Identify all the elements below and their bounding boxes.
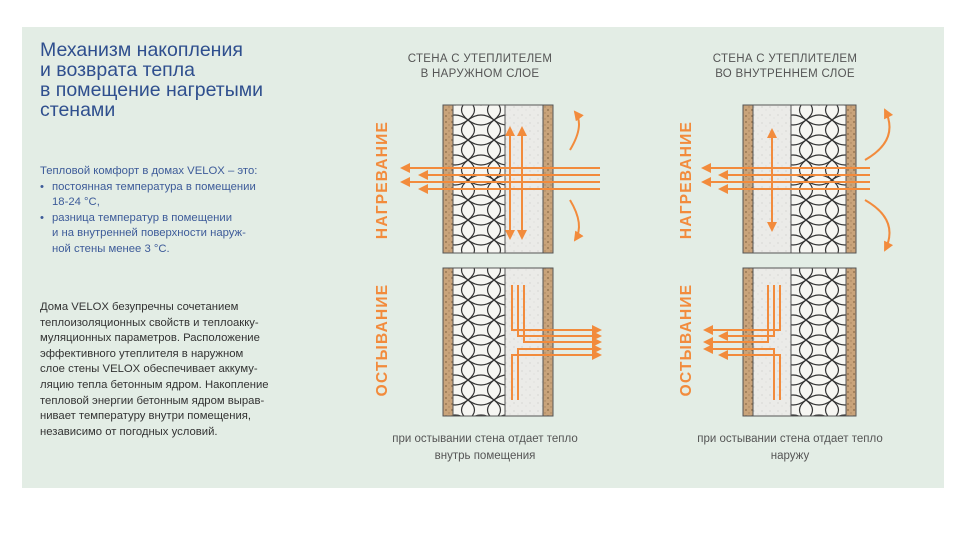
body-line: муляционных параметров. Расположение xyxy=(40,332,260,345)
title-line: в помещение нагретыми xyxy=(40,79,264,101)
caption-line: внутрь помещения xyxy=(434,450,536,462)
diagram-title-line: СТЕНА С УТЕПЛИТЕЛЕМ xyxy=(712,53,858,65)
title-line: Механизм накопления xyxy=(40,39,243,61)
body-line: ляцию тепла бетонным ядром. Накопление xyxy=(40,378,269,391)
caption-line: при остывании стена отдает тепло xyxy=(392,433,578,445)
right-cooling-wall xyxy=(703,267,857,417)
list-item-line: 18-24 °С, xyxy=(52,196,100,209)
list-item-line: и на внутренней поверхности наруж- xyxy=(52,227,246,240)
title-line: и возврата тепла xyxy=(40,59,195,81)
diagram-title-line: В НАРУЖНОМ СЛОЕ xyxy=(420,68,540,80)
diagram-title-line: ВО ВНУТРЕННЕМ СЛОЕ xyxy=(715,68,855,80)
diagram-title-line: СТЕНА С УТЕПЛИТЕЛЕМ xyxy=(407,53,553,65)
right-diagram-caption: при остывании стена отдает тепло наружу xyxy=(670,431,910,465)
caption-line: наружу xyxy=(770,450,810,462)
list-item: разница температур в помещении и на внут… xyxy=(40,211,330,258)
caption-line: при остывании стена отдает тепло xyxy=(697,433,883,445)
body-line: нивает температуру внутри помещения, xyxy=(40,410,252,423)
left-cooling-wall xyxy=(442,267,602,417)
title-line: стенами xyxy=(40,99,116,121)
right-heating-wall xyxy=(701,104,894,254)
page-title: Механизм накопления и возврата тепла в п… xyxy=(40,40,340,120)
comfort-list: постоянная температура в помещении 18-24… xyxy=(40,180,330,258)
list-item-line: постоянная температура в помещении xyxy=(52,180,256,193)
left-diagram-caption: при остывании стена отдает тепло внутрь … xyxy=(365,431,605,465)
body-paragraph: Дома VELOX безупречны сочетанием теплоиз… xyxy=(40,300,332,440)
left-heating-wall xyxy=(400,104,600,254)
list-item: постоянная температура в помещении 18-24… xyxy=(40,180,330,211)
list-item-line: ной стены менее 3 °С. xyxy=(52,242,170,255)
list-item-line: разница температур в помещении xyxy=(52,211,233,224)
body-line: теплоизоляционных свойств и теплоакку- xyxy=(40,316,259,329)
body-line: эффективного утеплителя в наружном xyxy=(40,347,244,360)
comfort-intro: Тепловой комфорт в домах VELOX – это: по… xyxy=(40,164,330,258)
left-diagram-title: СТЕНА С УТЕПЛИТЕЛЕМ В НАРУЖНОМ СЛОЕ xyxy=(380,52,580,82)
body-line: независимо от погодных условий. xyxy=(40,425,218,438)
body-line: тепловой энергии бетонным ядром вырав- xyxy=(40,394,265,407)
intro-lead: Тепловой комфорт в домах VELOX – это: xyxy=(40,165,258,177)
right-diagram-title: СТЕНА С УТЕПЛИТЕЛЕМ ВО ВНУТРЕННЕМ СЛОЕ xyxy=(685,52,885,82)
body-line: Дома VELOX безупречны сочетанием xyxy=(40,301,239,313)
body-line: слое стены VELOX обеспечивает аккуму- xyxy=(40,363,258,376)
